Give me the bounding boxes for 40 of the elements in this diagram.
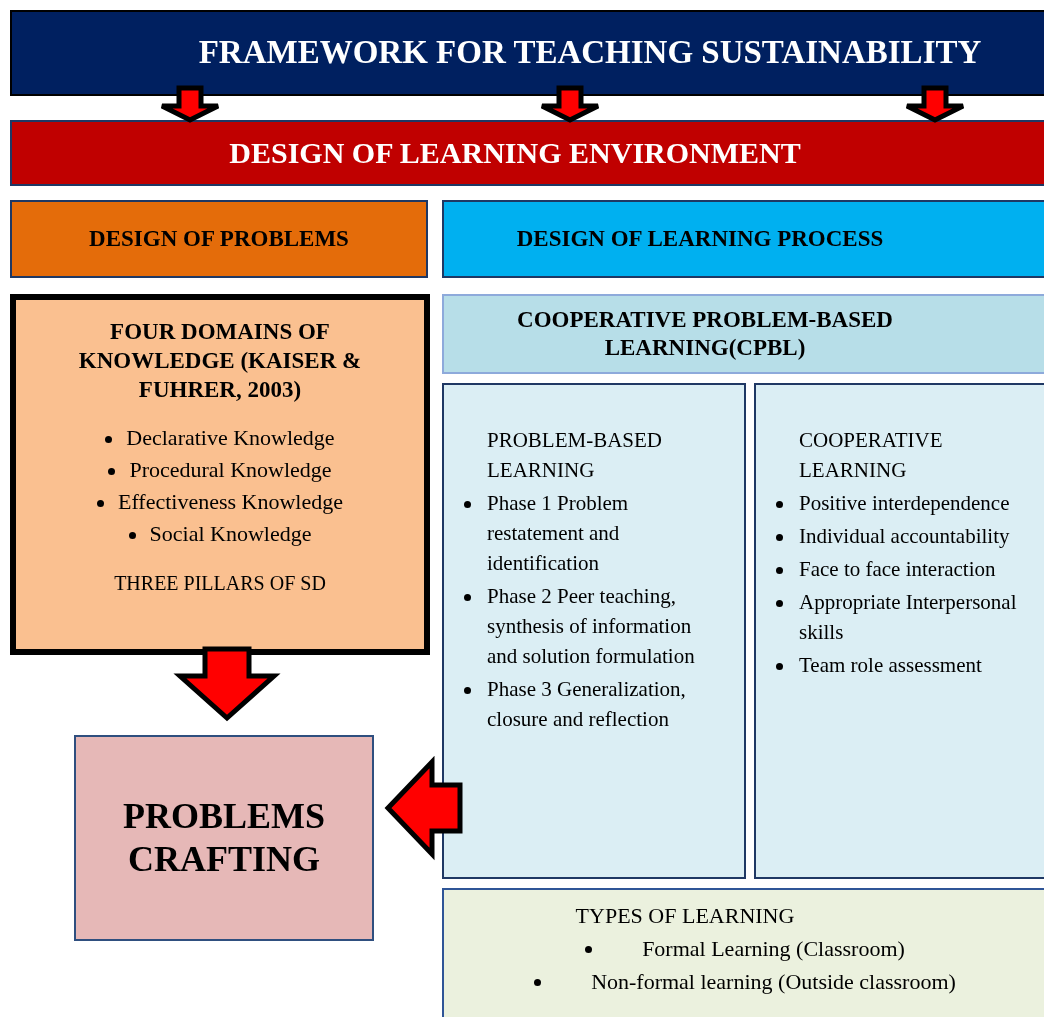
bullet-item: Declarative Knowledge xyxy=(126,424,335,453)
note: THREE PILLARS OF SD xyxy=(113,572,327,596)
heading: COOPERATIVE PROBLEM-BASED LEARNING(CPBL) xyxy=(516,306,894,362)
block-arrow xyxy=(904,85,966,123)
heading: FRAMEWORK FOR TEACHING SUSTAINABILITY xyxy=(198,33,982,73)
bullet-item: Appropriate Interpersonal skills xyxy=(799,589,1018,646)
heading: PROBLEM-BASED LEARNING xyxy=(487,427,664,484)
result-box xyxy=(74,735,374,941)
bullet-item: Positive interdependence xyxy=(799,490,1010,517)
header-bar xyxy=(10,120,1044,186)
heading: FOUR DOMAINS OF KNOWLEDGE (KAISER & FUHRER, 2003) xyxy=(77,318,363,404)
heading: DESIGN OF LEARNING ENVIRONMENT xyxy=(229,135,801,171)
learning-box xyxy=(442,383,746,879)
heading: TYPES OF LEARNING xyxy=(574,902,796,930)
bullet-item: Phase 1 Problem restatement and identification xyxy=(487,490,630,577)
bullet-item: Phase 3 Generalization, closure and reflection xyxy=(487,676,687,733)
bullet-item: Individual accountability xyxy=(799,523,1010,550)
category-box xyxy=(442,200,1044,278)
heading: DESIGN OF PROBLEMS xyxy=(89,225,349,253)
bullet-item: Effectiveness Knowledge xyxy=(118,488,343,517)
bullet-item: Procedural Knowledge xyxy=(129,456,332,485)
bullet-item: Phase 2 Peer teaching, synthesis of information and solution formulation xyxy=(487,583,696,670)
heading: DESIGN OF LEARNING PROCESS xyxy=(516,225,884,253)
types-box xyxy=(442,888,1044,1017)
title-banner xyxy=(10,10,1044,96)
knowledge-box xyxy=(10,294,430,655)
bullet-item: Team role assessment xyxy=(799,652,982,679)
heading: PROBLEMS CRAFTING xyxy=(122,794,326,881)
block-arrow xyxy=(173,646,281,722)
bullet-item: Face to face interaction xyxy=(799,556,996,583)
category-box xyxy=(10,200,428,278)
heading: COOPERATIVE LEARNING xyxy=(799,427,944,484)
block-arrow xyxy=(384,755,463,861)
bullet-item: Formal Learning (Classroom) xyxy=(642,935,905,963)
method-box xyxy=(442,294,1044,374)
bullet-item: Non-formal learning (Outside classroom) xyxy=(591,968,956,996)
block-arrow xyxy=(159,85,221,123)
bullet-item: Social Knowledge xyxy=(149,520,312,549)
learning-box xyxy=(754,383,1044,879)
block-arrow xyxy=(539,85,601,123)
